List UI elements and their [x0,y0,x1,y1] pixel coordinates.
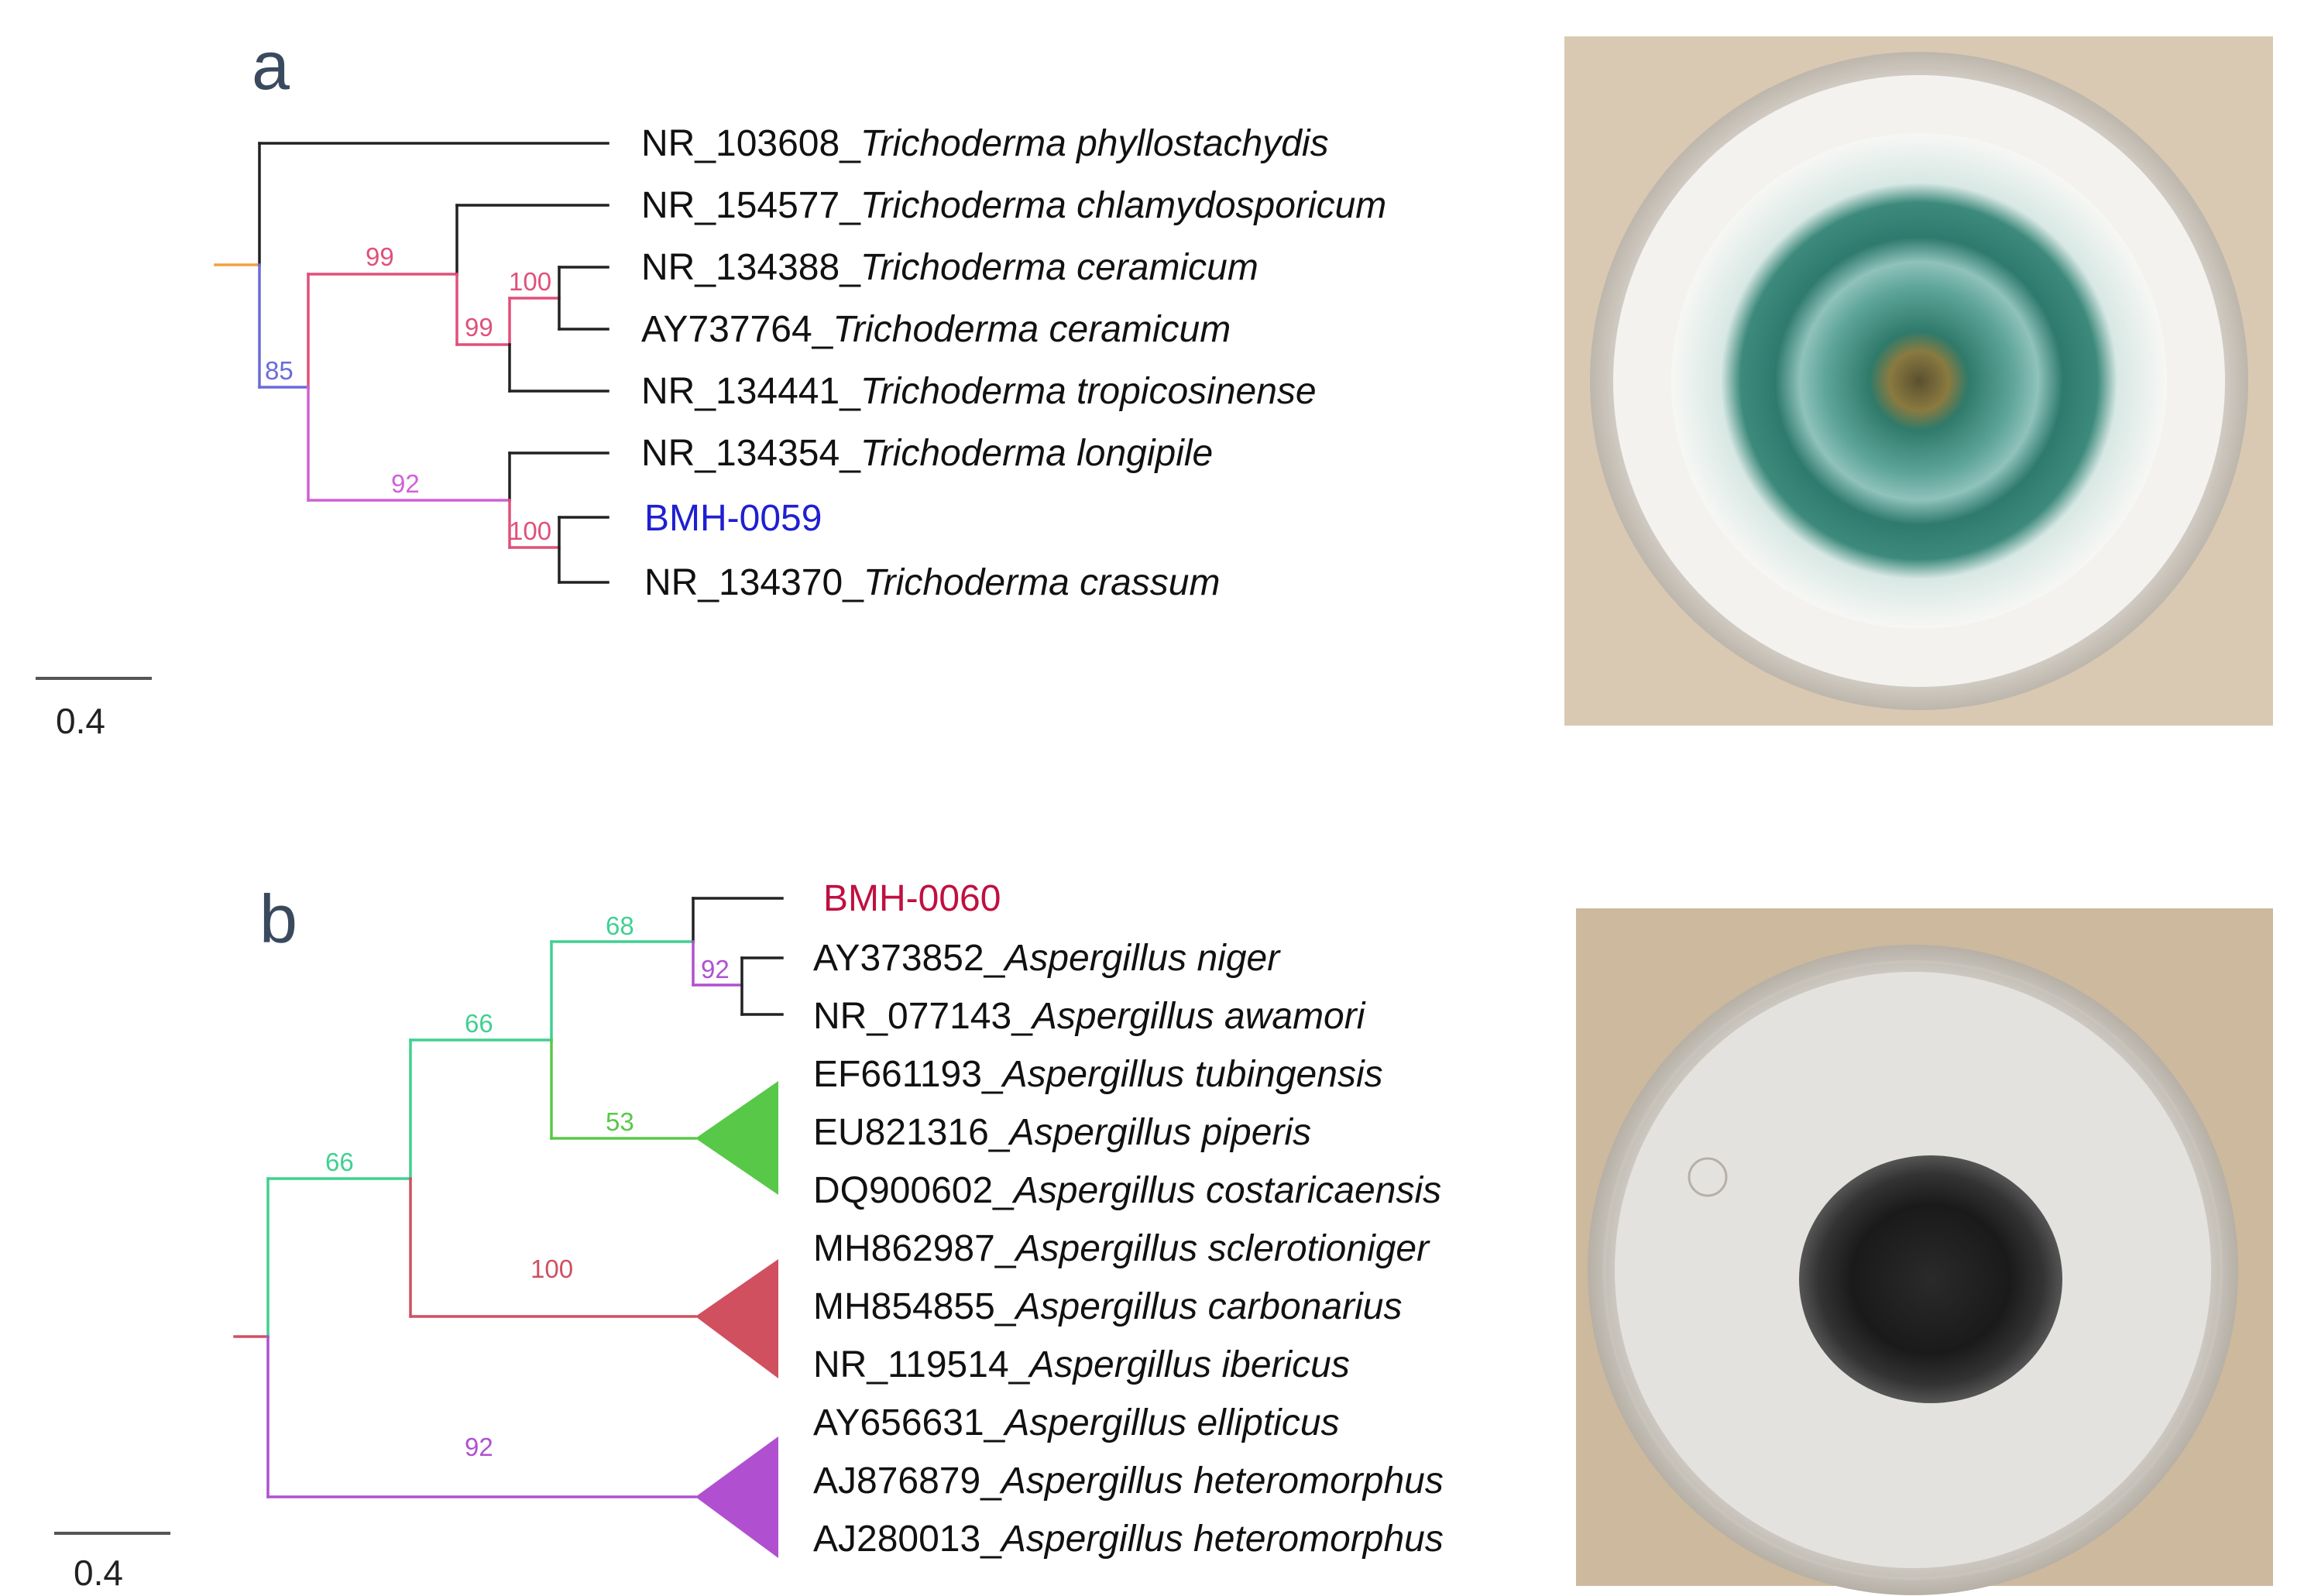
taxon-label: AJ280013_Aspergillus heteromorphus [813,1519,1444,1560]
taxon-label: NR_134388_Trichoderma ceramicum [641,247,1258,288]
taxon-label: NR_134370_Trichoderma crassum [644,562,1220,603]
collapsed-clade-purple [695,1436,778,1558]
bootstrap-label: 92 [465,1433,493,1461]
panel-b-scale-bar: 0.4 [54,1532,170,1593]
taxon-label: MH862987_Aspergillus sclerotioniger [813,1228,1430,1269]
panel-b-taxa: BMH-0060 AY373852_Aspergillus niger NR_0… [813,878,1444,1560]
panel-b-letter: b [259,880,297,957]
bootstrap-label: 99 [465,313,493,342]
panel-b-photo [1576,908,2273,1595]
taxon-label: AY656631_Aspergillus ellipticus [813,1402,1340,1443]
petri-dish-rim [1604,66,2234,696]
scale-bar-label: 0.4 [56,701,105,741]
panel-a-taxa: NR_103608_Trichoderma phyllostachydis NR… [641,123,1386,603]
panel-a-letter: a [252,27,290,104]
taxon-label: AY737764_Trichoderma ceramicum [641,309,1231,350]
panel-b-tree [233,897,784,1558]
bootstrap-label: 53 [606,1107,634,1136]
panel-a-tree [214,142,609,584]
isolate-label-bmh-0059: BMH-0059 [644,498,822,539]
taxon-label: NR_154577_Trichoderma chlamydosporicum [641,185,1386,226]
scale-bar-label: 0.4 [74,1553,123,1593]
taxon-label: NR_103608_Trichoderma phyllostachydis [641,123,1329,164]
bootstrap-label: 92 [701,955,730,983]
petri-dish-rim [1603,960,2223,1580]
bootstrap-label: 85 [265,356,294,385]
black-colony-icon [1799,1155,2062,1403]
bootstrap-label: 100 [509,267,551,296]
taxon-label: AY373852_Aspergillus niger [813,938,1281,979]
taxon-label: NR_134441_Trichoderma tropicosinense [641,371,1317,412]
panel-b-bootstrap-values: 68 92 66 53 66 100 92 [325,911,730,1461]
bootstrap-label: 66 [325,1148,354,1176]
taxon-label: EF661193_Aspergillus tubingensis [813,1054,1383,1095]
collapsed-clade-red [695,1259,778,1378]
taxon-label: NR_077143_Aspergillus awamori [813,996,1366,1037]
taxon-label: NR_134354_Trichoderma longipile [641,433,1213,474]
bootstrap-label: 68 [606,911,634,940]
panel-a-photo [1564,36,2273,726]
taxon-label: AJ876879_Aspergillus heteromorphus [813,1460,1444,1502]
taxon-label: DQ900602_Aspergillus costaricaensis [813,1170,1441,1211]
bubble-icon [1688,1157,1728,1197]
collapsed-clade-green [695,1081,778,1195]
panel-a-scale-bar: 0.4 [36,677,152,741]
bootstrap-label: 66 [465,1009,493,1038]
green-colony-icon [1671,133,2167,629]
bootstrap-label: 92 [391,469,420,498]
taxon-label: NR_119514_Aspergillus ibericus [813,1344,1350,1385]
panel-a-bootstrap-values: 99 100 99 85 92 100 [265,242,551,545]
isolate-label-bmh-0060: BMH-0060 [823,878,1001,919]
taxon-label: MH854855_Aspergillus carbonarius [813,1286,1402,1327]
taxon-label: EU821316_Aspergillus piperis [813,1112,1311,1153]
bootstrap-label: 100 [509,517,551,545]
bootstrap-label: 99 [366,242,394,271]
bootstrap-label: 100 [531,1254,573,1283]
